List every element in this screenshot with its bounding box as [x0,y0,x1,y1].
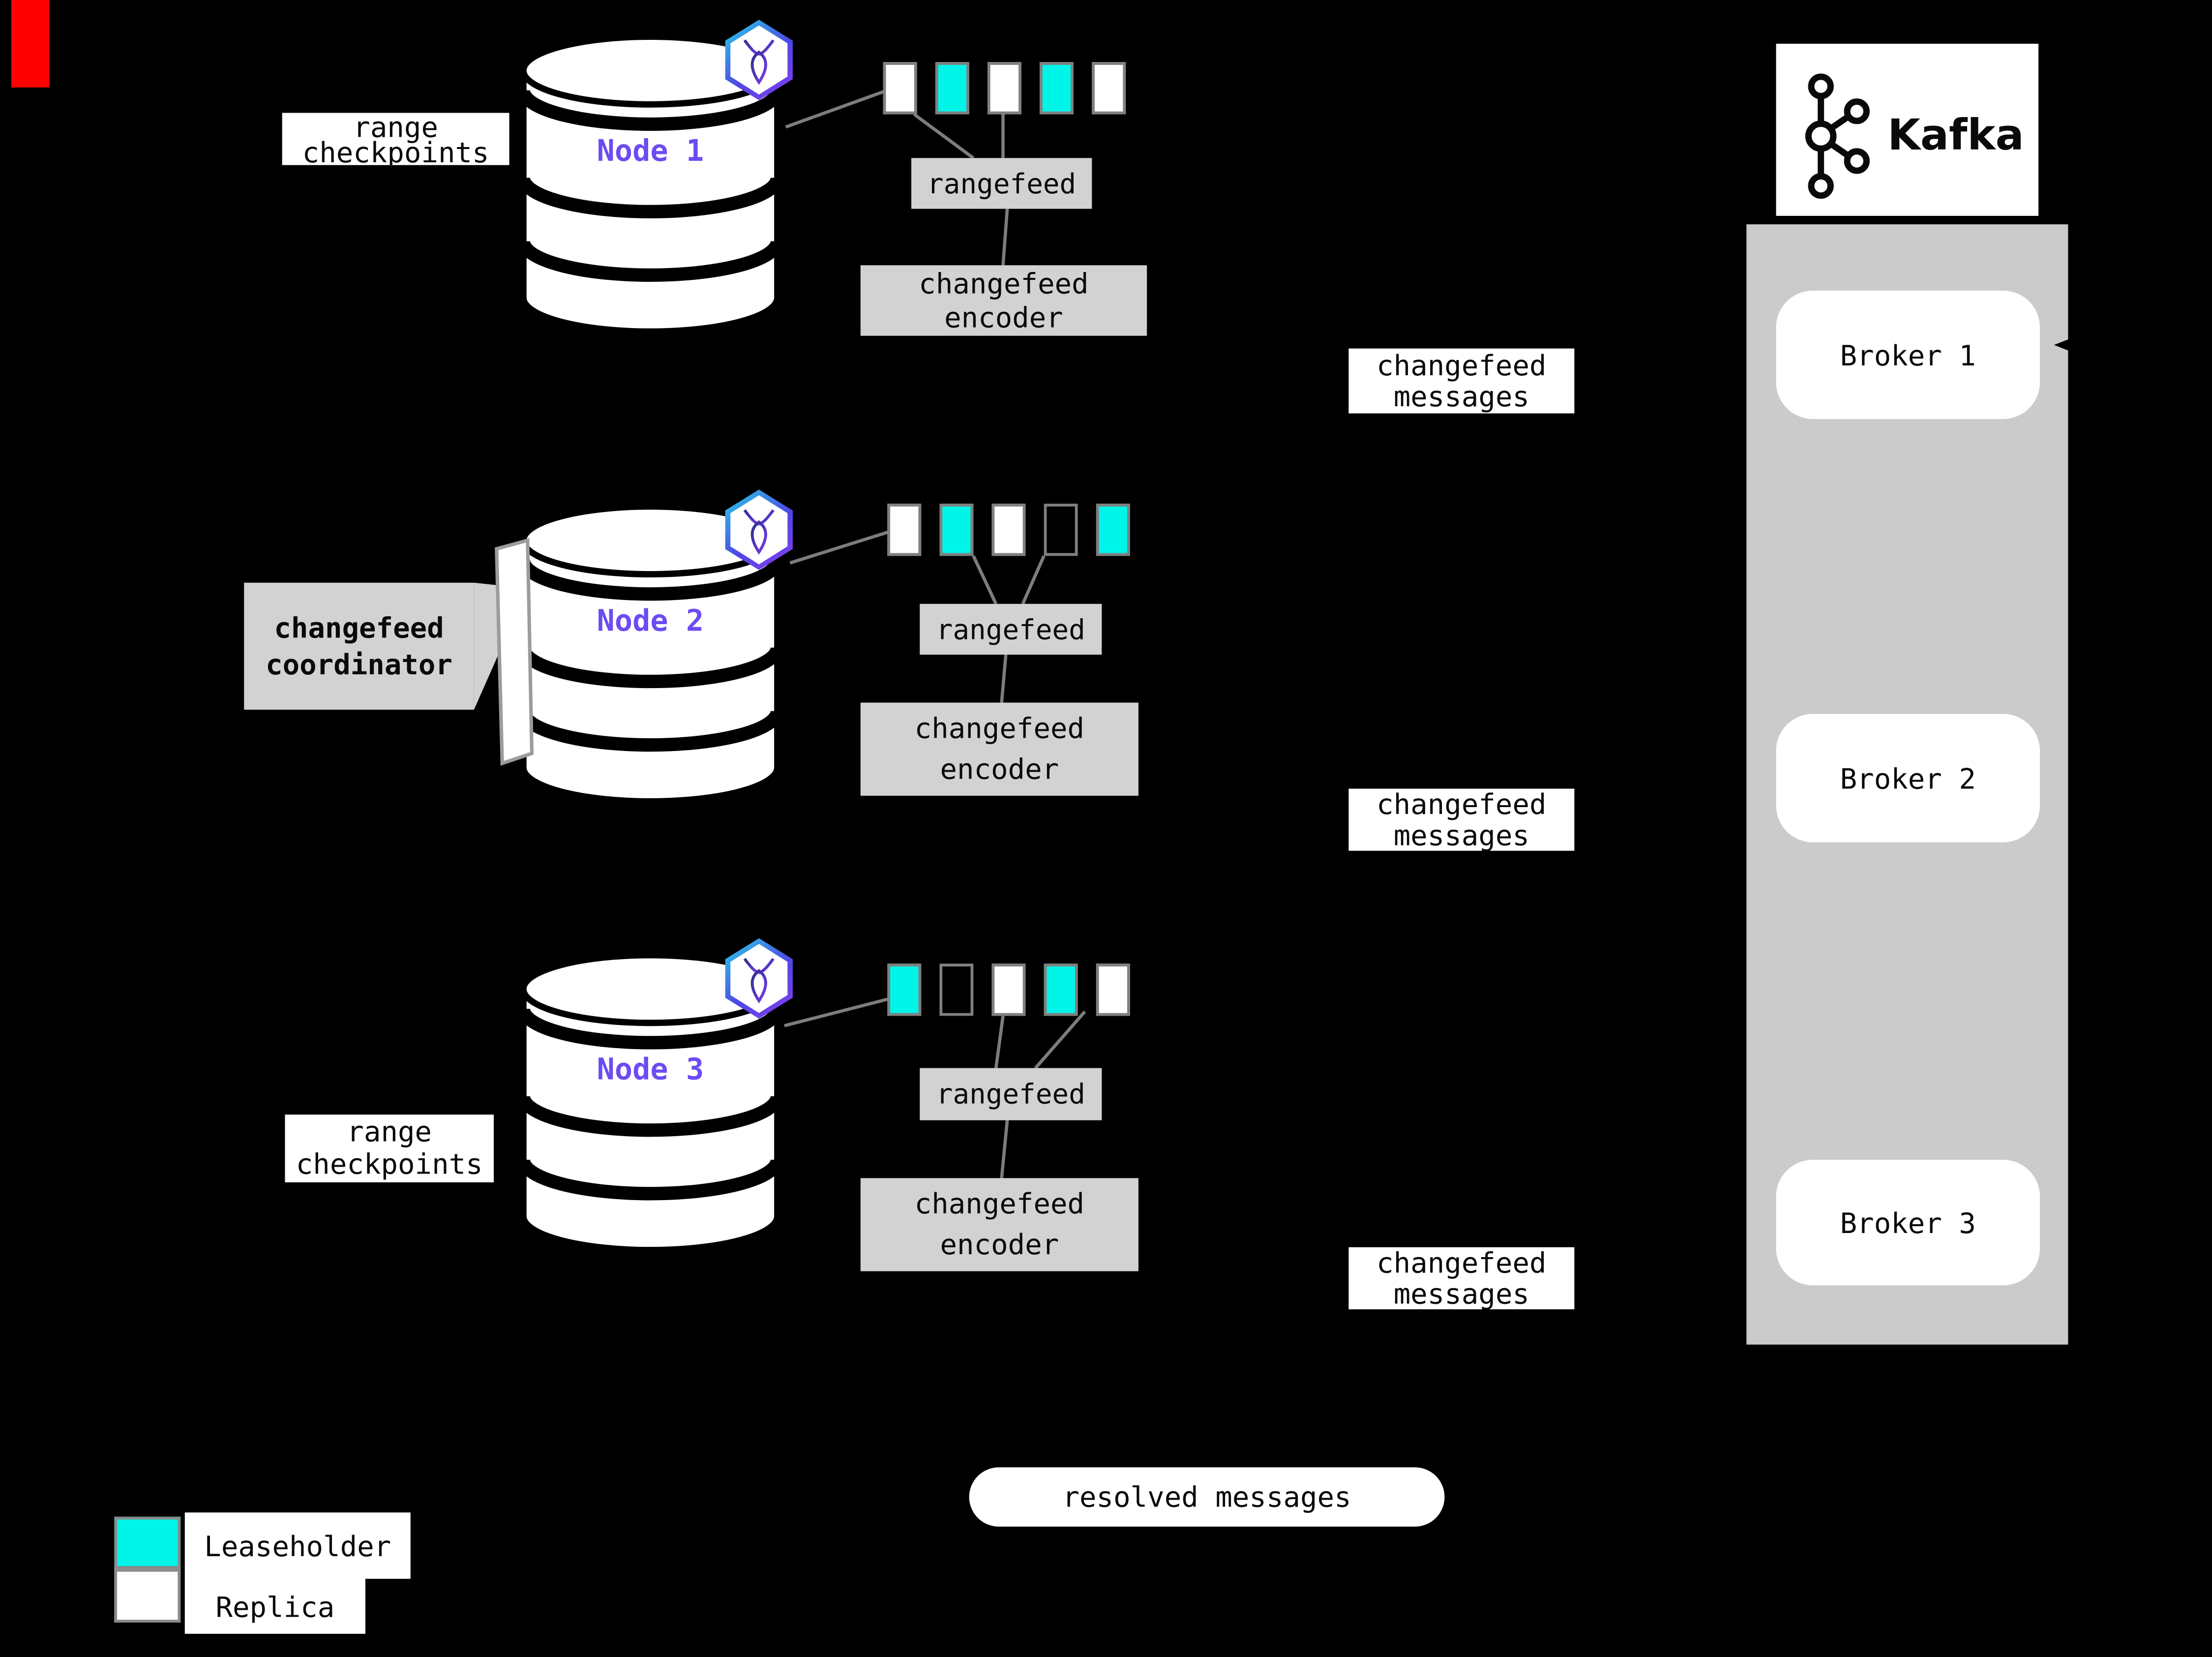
coordinator-callout-strip [495,538,534,766]
legend-replica-label: Replica [184,1578,365,1634]
range-replica [1092,62,1126,115]
range-replica [991,964,1026,1016]
range-replica [1096,964,1130,1016]
changefeed-messages-label-2: changefeed messages [1348,787,1575,851]
legend-replica-swatch [114,1568,181,1623]
range-leaseholder [887,964,922,1016]
broker-box-2: Broker 2 [1776,714,2040,843]
node-1-cylinder [516,33,784,335]
range-empty [939,964,974,1016]
node-3-range-row [887,964,1130,1016]
changefeed-coordinator-callout: changefeed coordinator [244,582,474,710]
changefeed-encoder-box-1: changefeed encoder [860,265,1147,336]
legend-leaseholder-label: Leaseholder [184,1512,411,1579]
red-marker [11,0,50,88]
node-2-range-row [887,504,1130,556]
range-leaseholder [1096,504,1130,556]
resolved-messages-pill: resolved messages [969,1467,1445,1527]
range-replica [887,504,922,556]
range-replica [991,504,1026,556]
range-leaseholder [935,62,969,115]
changefeed-messages-label-1: changefeed messages [1348,348,1575,414]
rangefeed-box-3: rangefeed [920,1068,1102,1120]
kafka-logo-icon [1805,73,1870,199]
node-2-label: Node 2 [597,603,704,638]
rangefeed-box-1: rangefeed [911,158,1092,209]
range-leaseholder [1044,964,1078,1016]
kafka-wordmark: Kafka [1887,111,2024,161]
changefeed-encoder-box-3: changefeed encoder [860,1178,1138,1271]
range-leaseholder [1040,62,1074,115]
cockroachdb-logo-inner [730,944,788,1013]
range-leaseholder [939,504,974,556]
range-replica [987,62,1021,115]
node-2-cylinder [516,503,784,805]
changefeed-messages-label-3: changefeed messages [1348,1246,1575,1310]
range-checkpoints-label-top: range checkpoints [282,112,509,166]
broker-box-1: Broker 1 [1776,290,2040,419]
range-replica [883,62,917,115]
changefeed-encoder-box-2: changefeed encoder [860,702,1138,796]
broker-box-3: Broker 3 [1776,1160,2040,1286]
node-3-cylinder [516,952,784,1254]
node-1-label: Node 1 [597,134,704,168]
cockroachdb-logo-inner [730,25,788,95]
range-empty [1044,504,1078,556]
node-1-range-row [883,62,1126,115]
cockroachdb-logo-inner [730,495,788,565]
connector-lines [784,89,1086,1178]
range-checkpoints-label-bottom: range checkpoints [285,1115,494,1182]
arrowhead-into-broker-icon [2054,337,2074,353]
node-3-label: Node 3 [597,1052,704,1086]
legend-leaseholder-swatch [114,1516,181,1569]
rangefeed-box-2: rangefeed [920,603,1102,655]
